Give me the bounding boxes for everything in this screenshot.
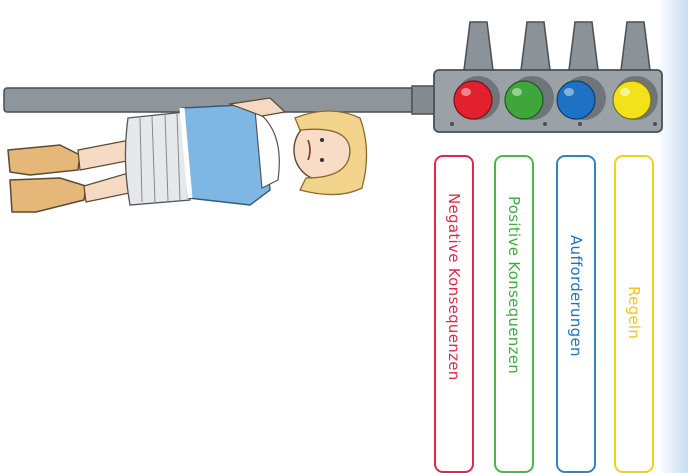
green-lamp (504, 80, 544, 120)
rules-label: Regeln (625, 286, 643, 340)
requests-label-box: Aufforderungen (556, 155, 596, 473)
side-gradient-strip (658, 0, 688, 473)
positive-consequences-label: Positive Konsequenzen (505, 196, 523, 375)
blue-lamp (556, 80, 596, 120)
red-lamp (453, 80, 493, 120)
left-boot (7, 144, 81, 176)
pole-cap (411, 85, 437, 115)
rules-label-box: Regeln (614, 155, 654, 473)
negative-consequences-label-box: Negative Konsequenzen (434, 155, 474, 473)
yellow-lamp (612, 80, 652, 120)
girl-hair (294, 110, 368, 196)
positive-consequences-label-box: Positive Konsequenzen (494, 155, 534, 473)
negative-consequences-label: Negative Konsequenzen (445, 193, 463, 381)
requests-label: Aufforderungen (567, 235, 585, 357)
skirt (124, 111, 191, 206)
right-boot (9, 177, 87, 213)
girl-illustration (7, 97, 368, 213)
